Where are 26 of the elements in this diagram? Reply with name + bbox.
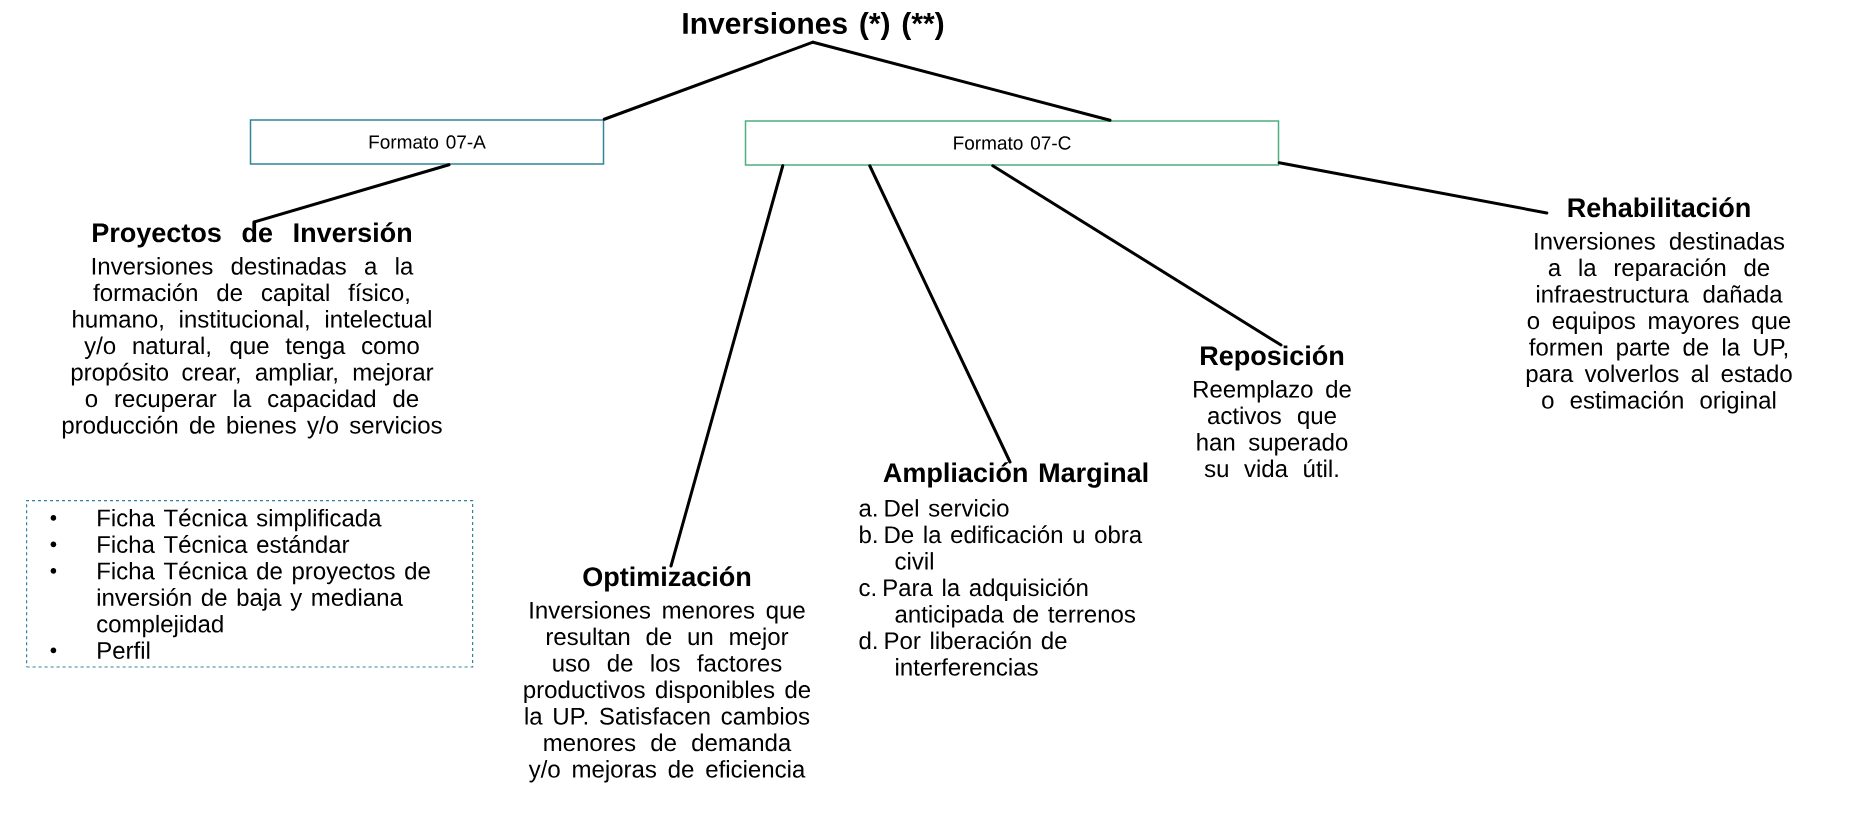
list-item: Ficha Técnica estándar — [50, 535, 350, 553]
document-list-box — [26, 500, 474, 668]
category-heading: Proyectos de Inversión — [93, 222, 411, 248]
root-heading: Inversiones (*) (**) — [683, 12, 944, 40]
category-heading: Ampliación Marginal — [883, 462, 1148, 488]
list-item: d. Por liberación de interferencias — [859, 631, 1067, 676]
category-heading: Reposición — [1201, 345, 1344, 371]
format-box: Formato 07-C — [744, 120, 1280, 166]
connector-line — [252, 163, 451, 224]
list-item: Ficha Técnica de proyectos de inversión de baja y mediana complejidad — [50, 561, 430, 638]
connector-line — [991, 164, 1283, 347]
category-heading: Optimización — [583, 566, 751, 592]
format-box: Formato 07-A — [249, 119, 605, 165]
list-item: Perfil — [50, 641, 150, 659]
connector-line — [669, 164, 785, 568]
connector-line — [811, 40, 1112, 122]
category-description: Reemplazo de activos que han superado su vida útil. — [1194, 380, 1351, 478]
category-description: Inversiones menores que resultan de un mejor uso de los factores productivos disponibles de la UP. Satisfacen cambios menores de demanda y/o mejoras de eficiencia — [524, 601, 811, 783]
list-item: Ficha Técnica simplificada — [50, 508, 382, 532]
list-item: a. Del servicio — [859, 499, 1009, 517]
connector-line — [868, 164, 1012, 464]
connector-line — [602, 40, 815, 121]
category-description: Inversiones destinadas a la formación de capital físico, humano, institucional, intelectual y/o natural, que tenga como propósito crear, ampliar, mejorar o recuperar la capacidad de producción de bienes y/o servicios — [62, 257, 442, 439]
category-heading: Rehabilitación — [1568, 197, 1750, 218]
category-description: Inversiones destinadas a la reparación de infraestructura dañada o equipos mayores que formen parte de la UP, para volverlos al estado o estimación original — [1526, 232, 1792, 414]
connector-line — [1277, 161, 1549, 215]
